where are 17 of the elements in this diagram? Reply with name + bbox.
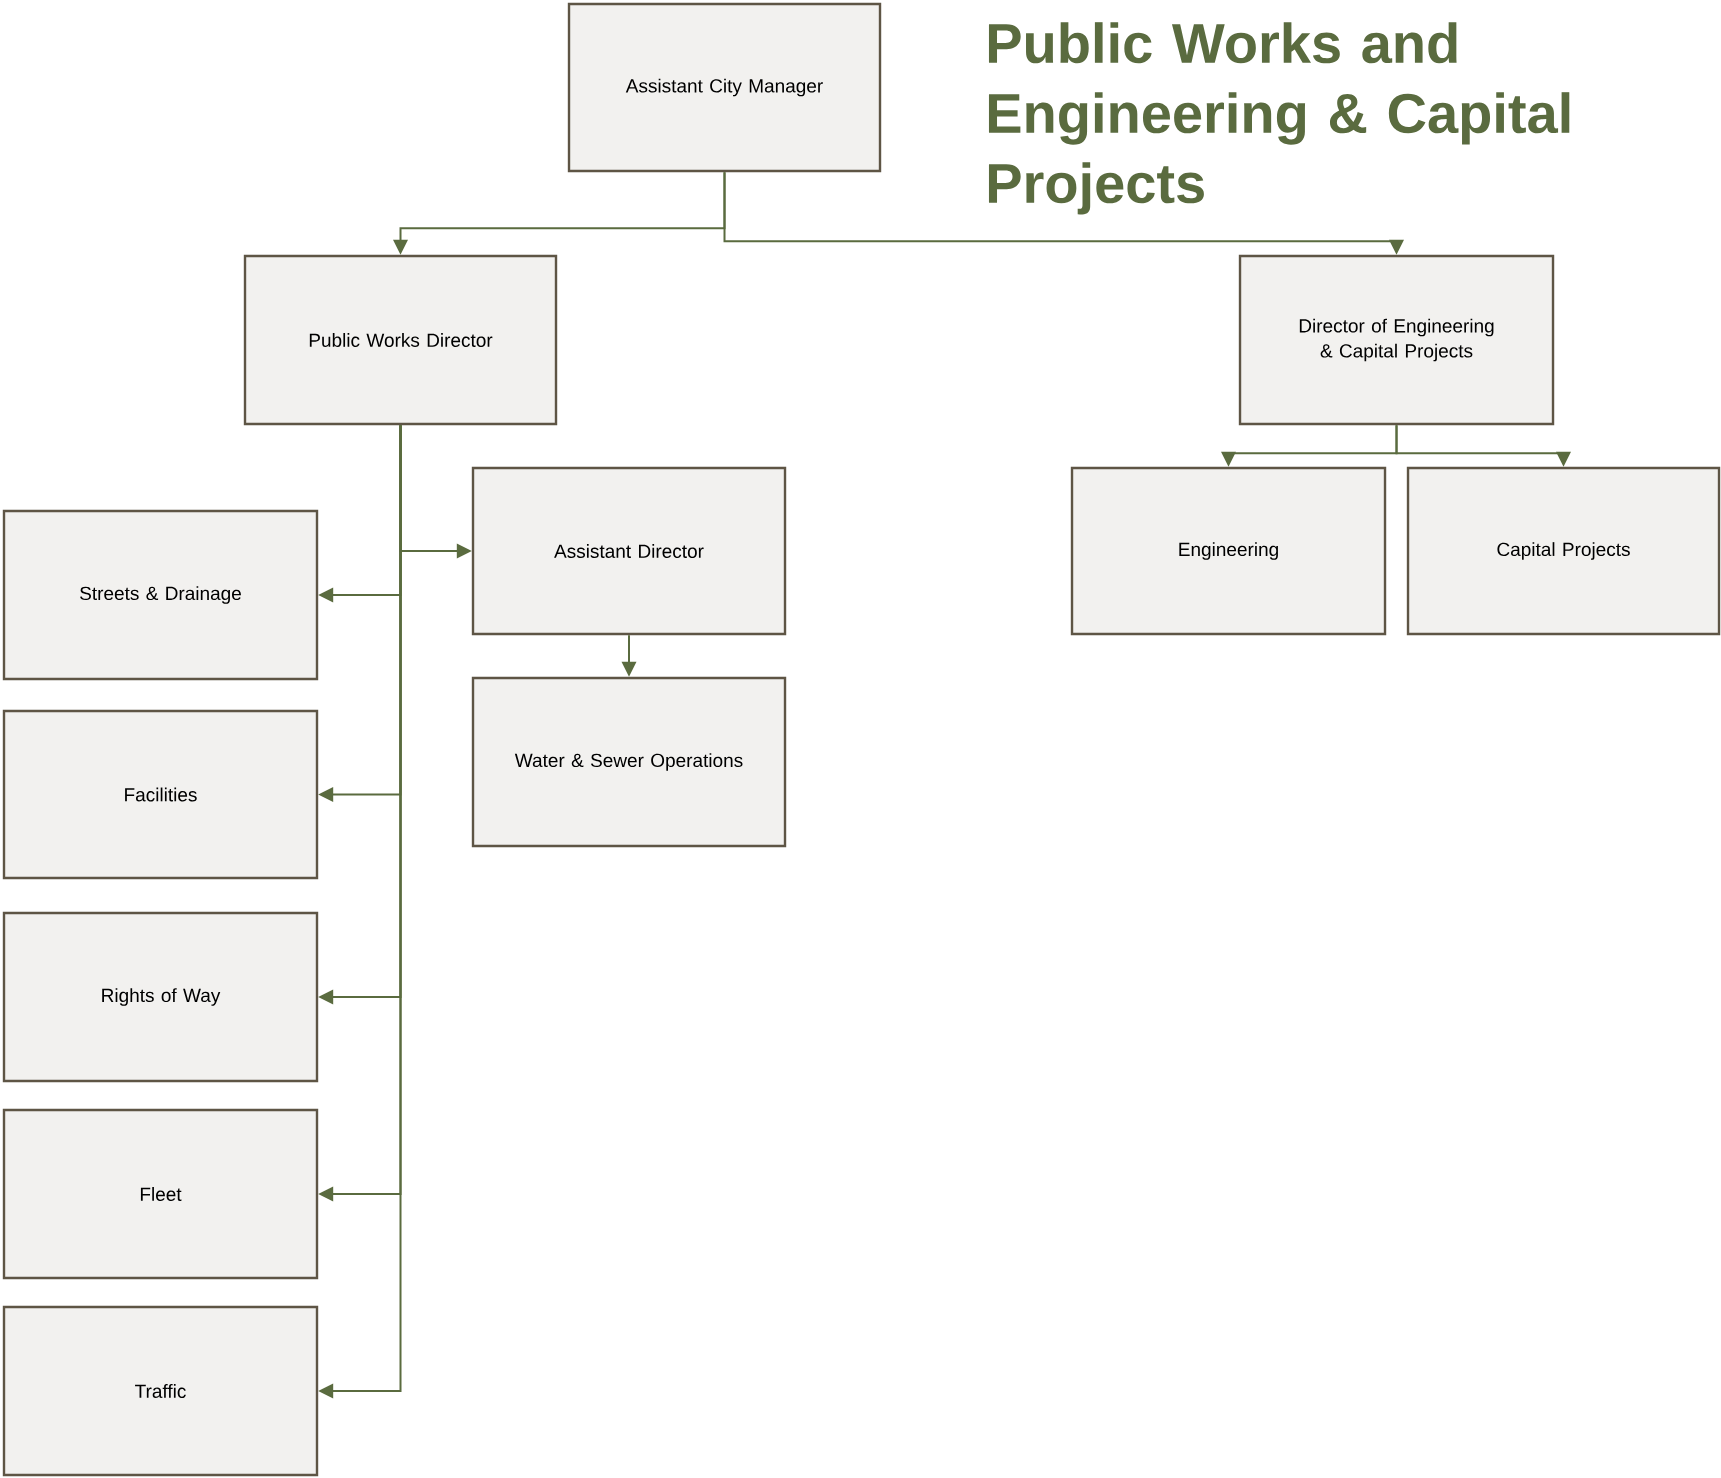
- org-box: Traffic: [2, 1305, 319, 1477]
- org-box: Rights of Way: [2, 911, 319, 1083]
- connector-arrow: [621, 634, 637, 677]
- org-box: Assistant Director: [471, 466, 787, 636]
- org-box: Engineering: [1070, 466, 1387, 636]
- org-box: Streets & Drainage: [2, 509, 319, 681]
- org-box: Assistant City Manager: [567, 2, 882, 173]
- connector-arrow: [1395, 424, 1571, 467]
- org-box: Public Works Director: [243, 254, 558, 426]
- org-box: Capital Projects: [1406, 466, 1721, 636]
- connector-arrow: [723, 171, 1404, 255]
- org-box: Fleet: [2, 1108, 319, 1280]
- org-box: Director of Engineering & Capital Projects: [1238, 254, 1555, 426]
- connector-arrow: [318, 424, 402, 1399]
- org-box: Water & Sewer Operations: [471, 676, 787, 848]
- title: Public Works and Engineering & Capital Projects: [988, 22, 1570, 215]
- org-box: Facilities: [2, 709, 319, 880]
